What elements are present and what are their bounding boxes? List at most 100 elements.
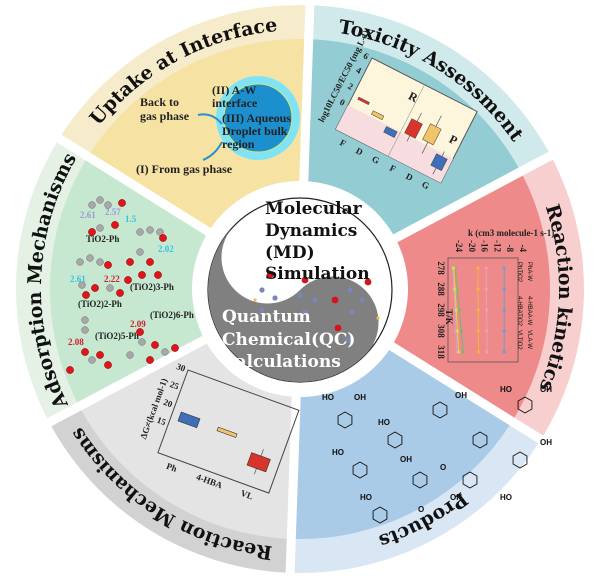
- uptake-panel: Back to gas phase (II) A-W interface (II…: [136, 76, 300, 176]
- series-point: [477, 350, 481, 354]
- products-atom-label: HO: [500, 385, 512, 394]
- oxygen-atom: [81, 348, 89, 356]
- md-label: Simulation: [265, 264, 370, 284]
- carbon-atom: [88, 201, 96, 209]
- oxygen-atom: [91, 284, 99, 292]
- arrow-back-icon: [197, 113, 223, 125]
- benzene-ring: [372, 506, 388, 524]
- model-atom: [345, 337, 351, 343]
- box-G-R: [383, 126, 398, 138]
- k-tick: -8: [505, 245, 515, 253]
- t-tick: 288: [436, 282, 446, 296]
- carbon-atom: [106, 284, 114, 292]
- y-tick: 0: [338, 97, 347, 108]
- qc-label: Quantum: [222, 307, 311, 327]
- series-point: [484, 287, 488, 291]
- oxygen-atom: [171, 344, 179, 352]
- model-atom: [301, 276, 309, 284]
- products-atom-label: HO: [500, 493, 512, 502]
- oxygen-atom: [116, 289, 124, 297]
- distance-label: 2.09: [130, 319, 146, 329]
- distance-label: 2.61: [80, 210, 96, 220]
- carbon-atom: [136, 228, 144, 236]
- molecule-models: [253, 271, 380, 343]
- bulk-label: region: [222, 137, 255, 151]
- x-tick: D: [354, 146, 365, 158]
- species-label: (TiO2)5-Ph: [95, 331, 139, 341]
- products-atom-label: HO: [378, 418, 390, 427]
- carbon-atom: [136, 248, 144, 256]
- box-Ph: [177, 411, 201, 429]
- carbon-atom: [146, 226, 154, 234]
- oxygen-atom: [104, 361, 112, 369]
- carbon-atom: [96, 258, 104, 266]
- divider: [382, 338, 549, 447]
- series-point: [455, 329, 460, 333]
- series-point: [502, 287, 506, 291]
- series-point: [455, 287, 459, 291]
- oxygen-atom: [96, 351, 104, 359]
- x-tick: F: [338, 137, 348, 149]
- series-point: [476, 266, 480, 270]
- carbon-atom: [161, 348, 169, 356]
- t-tick: 278: [436, 261, 446, 275]
- back-label: Back to: [140, 95, 179, 109]
- oxygen-atom: [154, 271, 162, 279]
- y-tick: 30: [175, 361, 187, 374]
- qc-label: Calculations: [222, 352, 341, 372]
- arrow-in-icon: [202, 141, 223, 161]
- y-tick: 2: [346, 81, 355, 92]
- y-tick: 25: [169, 379, 181, 392]
- t-tick: 308: [436, 324, 446, 338]
- benzene-ring: [432, 401, 448, 419]
- oxygen-atom: [88, 228, 96, 236]
- series-point: [454, 308, 458, 312]
- carbon-atom: [78, 281, 86, 289]
- products-atom-label: OH: [540, 438, 552, 447]
- carbon-atom: [104, 201, 112, 209]
- legend-item: 4-HBATiO2: [516, 296, 522, 327]
- y-axis-label: k (cm3 molecule-1 s-1): [468, 228, 554, 238]
- k-tick: -16: [480, 240, 490, 252]
- series-point: [461, 350, 465, 354]
- md-label: (MD): [265, 243, 315, 263]
- products-atom-label: O: [440, 463, 446, 472]
- products-atom-label: O: [418, 505, 424, 514]
- species-label: (TiO2)6-Ph: [150, 310, 194, 320]
- model-atom: [302, 309, 308, 315]
- adsorption-labels: 2.61 2.57 1.5 2.02 2.61 2.22 2.09 2.08 T…: [68, 207, 194, 347]
- oxygen-atom: [111, 221, 119, 229]
- carbon-atom: [96, 196, 104, 204]
- oxygen-atom: [159, 234, 167, 242]
- series-point: [476, 287, 480, 291]
- center-yin-yang: [198, 188, 402, 392]
- divider: [41, 331, 214, 430]
- model-atom: [253, 298, 257, 302]
- legend-item: VLTiO2: [516, 330, 522, 350]
- model-atom: [364, 278, 372, 286]
- carbon-atom: [156, 228, 164, 236]
- t-tick: 318: [436, 345, 446, 359]
- qc-half: [208, 224, 379, 382]
- x-tick: G: [420, 179, 431, 191]
- model-atom: [272, 295, 278, 301]
- oxygen-atom: [124, 276, 132, 284]
- series-point: [485, 350, 489, 354]
- series-point: [502, 329, 506, 333]
- legend-item: PhTiO2: [516, 262, 522, 283]
- legend-item: PhA-W: [526, 262, 532, 281]
- aw-label: interface: [212, 96, 258, 110]
- k-tick: -20: [467, 240, 477, 252]
- divider: [298, 0, 315, 190]
- benzene-ring: [472, 431, 488, 449]
- benzene-ring: [387, 431, 403, 449]
- products-atom-label: OH: [400, 455, 412, 464]
- bulk-label: Droplet bulk: [222, 124, 288, 138]
- distance-label: 2.02: [158, 244, 174, 254]
- legend-item: VLA-W: [526, 330, 532, 349]
- oxygen-atom: [126, 258, 134, 266]
- md-label: Dynamics: [265, 221, 357, 241]
- benzene-ring: [352, 461, 368, 479]
- mechanisms-title-band: [49, 405, 292, 573]
